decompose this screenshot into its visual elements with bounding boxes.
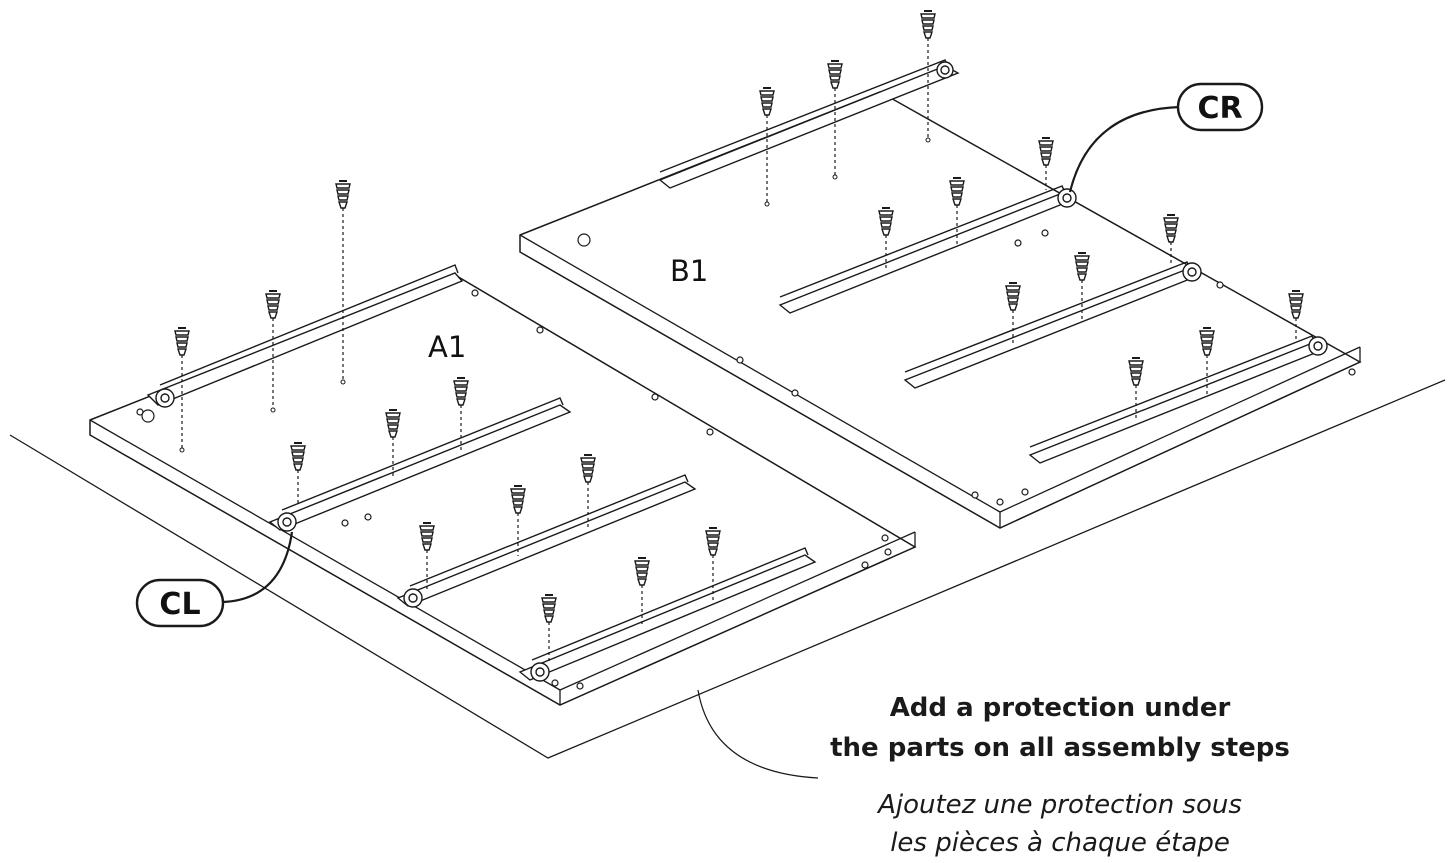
rail-a1-4 — [518, 547, 817, 682]
rail-b1-top — [658, 59, 960, 189]
rail-b1-2 — [778, 185, 1077, 314]
protection-note-en-line2: the parts on all assembly steps — [830, 733, 1290, 763]
protection-note-en: Add a protection under the parts on all … — [790, 688, 1330, 768]
rail-b1-3 — [903, 261, 1202, 389]
part-label-b1: B1 — [670, 254, 708, 288]
callout-cr-label: CR — [1197, 91, 1242, 126]
protection-sheet — [9, 379, 1446, 779]
callout-cl: CL — [135, 531, 294, 628]
screw-guides — [181, 38, 1297, 662]
protection-note-en-line1: Add a protection under — [889, 693, 1231, 723]
part-label-a1: A1 — [428, 330, 466, 364]
callout-cr: CR — [1068, 82, 1264, 193]
rails — [146, 59, 1328, 682]
rail-a1-3 — [396, 474, 697, 608]
rail-b1-4 — [1028, 335, 1328, 464]
protection-note-fr-line2: les pièces à chaque étape — [890, 828, 1230, 858]
screw-holes — [179, 137, 931, 453]
protection-note-fr-line1: Ajoutez une protection sous — [878, 790, 1242, 820]
protection-note-fr: Ajoutez une protection sous les pièces à… — [790, 786, 1330, 862]
callout-cl-label: CL — [159, 587, 200, 622]
rail-a1-top — [146, 264, 464, 408]
rail-a1-2 — [268, 397, 572, 532]
